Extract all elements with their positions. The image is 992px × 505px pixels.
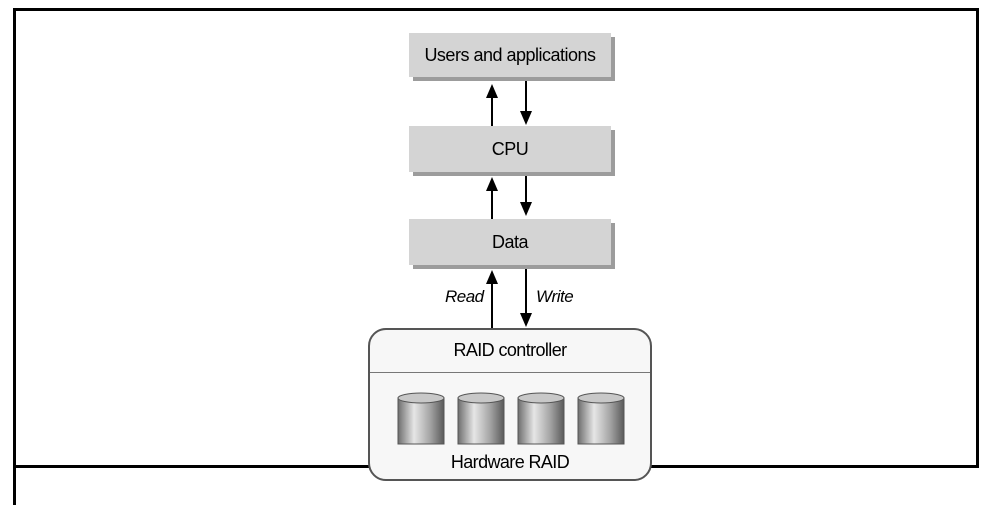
users-and-applications-label: Users and applications [424, 44, 596, 65]
raid-divider [370, 372, 650, 373]
data-box: Data [409, 219, 611, 265]
data-label: Data [491, 231, 529, 252]
write-label: Write [536, 287, 574, 306]
arrowhead-down [520, 111, 532, 125]
disk-icon [397, 392, 445, 445]
disk-icon [457, 392, 505, 445]
frame-top-border [13, 8, 979, 11]
arrowhead-up [486, 177, 498, 191]
disk-icon [517, 392, 565, 445]
arrowhead-down [520, 202, 532, 216]
arrowhead-down [520, 313, 532, 327]
hardware-raid-label: Hardware RAID [450, 452, 570, 472]
disk-array [397, 392, 625, 445]
raid-controller-label: RAID controller [453, 340, 567, 360]
users-and-applications-box: Users and applications [409, 33, 611, 77]
arrowhead-up [486, 270, 498, 284]
frame-left-border [13, 8, 16, 505]
read-label: Read [445, 287, 484, 306]
arrowhead-up [486, 84, 498, 98]
frame-right-border [976, 8, 979, 468]
raid-controller-panel: RAID controller Hardware RAID [368, 328, 652, 481]
cpu-label: CPU [491, 138, 529, 159]
disk-icon [577, 392, 625, 445]
cpu-box: CPU [409, 126, 611, 172]
